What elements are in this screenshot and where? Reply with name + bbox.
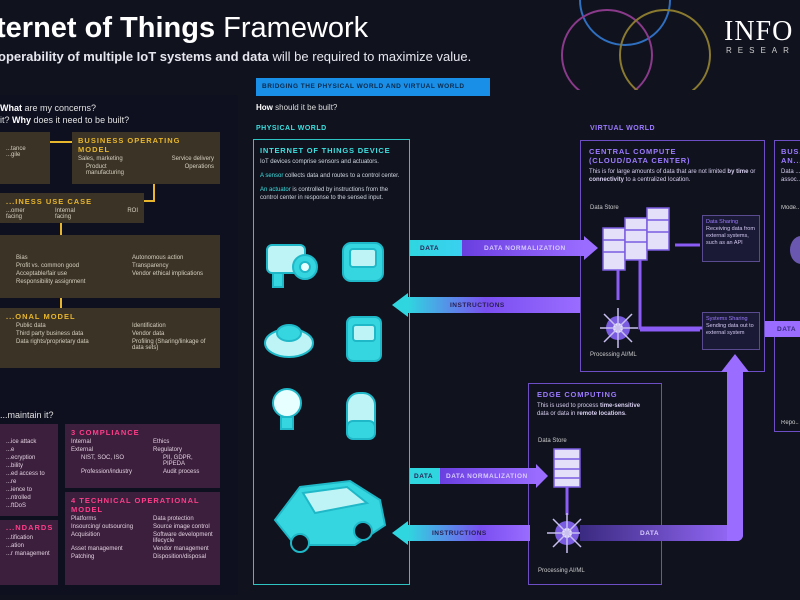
business-model-label: Mode... — [781, 205, 799, 211]
data-arrow-to-business: DATA — [765, 321, 800, 337]
edge-compute-diagram — [547, 448, 587, 553]
central-compute-diagram — [600, 207, 714, 348]
bridging-banner: BRIDGING THE PHYSICAL WORLD AND VIRTUAL … — [256, 78, 490, 96]
business-report-label: Repo... — [781, 420, 799, 426]
arrowhead-up-icon — [721, 354, 749, 372]
data-arrow-to-central: DATA — [580, 525, 743, 541]
decorative-circles-icon — [561, 0, 711, 90]
arrowhead-left-icon — [392, 293, 408, 317]
smart-thermostat-icon — [346, 316, 382, 362]
standards-box: ...NDARDS ...tification...ation...r mana… — [0, 520, 58, 585]
data-arrow-upper: DATA — [410, 240, 462, 256]
physical-world-label: PHYSICAL WORLD — [256, 125, 327, 132]
logo: INFO — [724, 16, 794, 47]
edge-data-store-label: Data Store — [538, 438, 567, 444]
arrowhead-right-icon — [536, 464, 548, 488]
logo-subtitle: RESEAR — [726, 46, 795, 55]
page-title: ternet of Things Framework — [0, 12, 369, 44]
central-data-store-label: Data Store — [590, 205, 619, 211]
business-analytics-box: BUS... AN... Data ... assoc... — [774, 140, 800, 432]
server-icon — [553, 448, 581, 488]
security-camera-icon — [266, 244, 318, 288]
central-processing-label: Processing AI/ML — [590, 352, 637, 358]
arrowhead-right-icon — [584, 236, 598, 260]
instructions-arrow-upper: INSTRUCTIONS — [408, 297, 580, 313]
question-what: What are my concerns? — [0, 103, 97, 113]
smart-lock-icon — [264, 324, 314, 358]
smart-speaker-icon — [346, 392, 376, 440]
arrowhead-left-icon — [392, 521, 408, 545]
iot-device-box: INTERNET OF THINGS DEVICE IoT devices co… — [253, 139, 410, 585]
data-normalization-arrow-lower: DATA NORMALIZATION — [440, 468, 538, 484]
ai-processor-icon — [600, 308, 638, 348]
instructions-arrow-lower: INSTRUCTIONS — [408, 525, 530, 541]
virtual-world-label: VIRTUAL WORLD — [590, 125, 656, 132]
data-normalization-arrow-upper: DATA NORMALIZATION — [462, 240, 584, 256]
brain-icon — [790, 236, 800, 264]
business-operating-model-box: BUSINESS OPERATING MODEL Sales, marketin… — [72, 132, 220, 184]
question-how: How should it be built? — [256, 103, 338, 112]
connected-car-icon — [273, 479, 387, 553]
question-why: it? Why does it need to be built? — [0, 115, 130, 125]
edge-processing-label: Processing AI/ML — [538, 568, 585, 574]
edge-computing-box: EDGE COMPUTING This is used to process t… — [528, 383, 662, 585]
edge-ai-processor-icon — [547, 513, 587, 553]
server-rack-icon — [602, 207, 670, 271]
smart-bulb-icon — [272, 388, 302, 430]
strategy-box: ...tance...gile — [0, 132, 50, 184]
page-subtitle: operability of multiple IoT systems and … — [0, 49, 472, 64]
data-arrow-vertical — [727, 370, 743, 541]
central-compute-box: CENTRAL COMPUTE (CLOUD/DATA CENTER) This… — [580, 140, 765, 372]
data-arrow-lower: DATA — [410, 468, 440, 484]
smartwatch-icon — [342, 242, 384, 282]
security-box: ...ice attack...e...ecryption...bility..… — [0, 424, 58, 516]
iot-devices-illustration — [264, 242, 387, 553]
question-maintain: ...maintain it? — [0, 410, 54, 420]
